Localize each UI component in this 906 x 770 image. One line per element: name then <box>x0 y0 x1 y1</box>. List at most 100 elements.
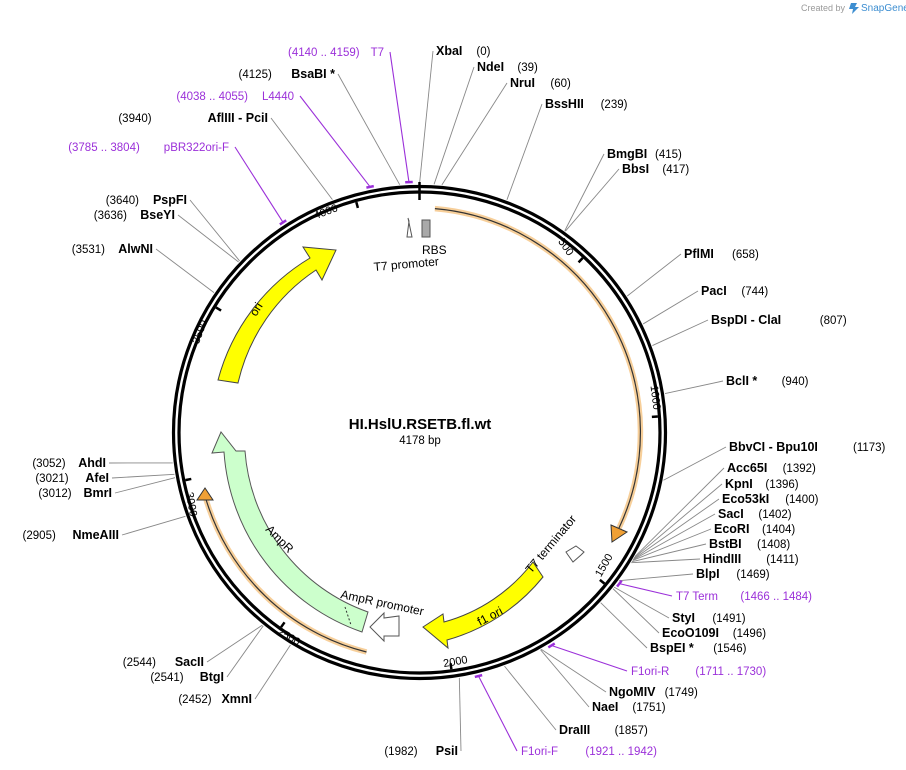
site-position: (1400) <box>785 494 818 506</box>
site-draiii: DraIII (1857) <box>559 723 648 737</box>
site-acc65i: Acc65I(1392) <box>727 461 816 475</box>
site-position: (39) <box>517 62 538 74</box>
ruler-tick-label: 1000 <box>648 385 663 411</box>
site-bmgbi: BmgBI(415) <box>607 147 682 161</box>
primer-range: (4038 .. 4055) <box>176 91 248 103</box>
site-name: BspDI - ClaI <box>711 313 781 327</box>
ruler-tick-label: 4000 <box>312 202 339 222</box>
primer-leader-line <box>477 675 518 752</box>
primer-mark <box>616 579 623 588</box>
ruler-tick <box>185 477 192 482</box>
site-name: SacI <box>718 507 744 521</box>
primer-leader-line <box>234 146 284 223</box>
leader-lines <box>108 50 727 752</box>
site-position: (3640) <box>106 195 139 207</box>
site-position: (1404) <box>762 524 795 536</box>
site-position: (2544) <box>123 657 156 669</box>
feature-label-t7-promoter: T7 promoter <box>373 254 439 274</box>
ruler-tick <box>599 578 606 585</box>
site-afliii-pcii: AflIII - PciI(3940) <box>118 111 268 125</box>
site-name: XmnI <box>221 692 252 706</box>
site-position: (1546) <box>713 643 746 655</box>
feature-f1-ori-arrow <box>422 561 544 650</box>
site-position: (1491) <box>712 613 745 625</box>
ruler-tick-label: 2500 <box>275 626 302 649</box>
site-eco53ki: Eco53kI(1400) <box>722 492 819 506</box>
site-leader-line <box>337 73 401 185</box>
site-leader-line <box>600 602 648 649</box>
site-leader-line <box>626 253 682 297</box>
site-leader-line <box>177 214 239 263</box>
site-position: (3940) <box>118 113 151 125</box>
site-bspdi-clai: BspDI - ClaI(807) <box>711 313 847 327</box>
site-ngomiv: NgoMIV(1749) <box>609 685 698 699</box>
site-name: BstBI <box>709 537 742 551</box>
site-ecoo109i: EcoO109I(1496) <box>662 626 766 640</box>
site-xmni: XmnI(2452) <box>178 692 252 706</box>
primer-range: (1711 .. 1730) <box>695 666 766 678</box>
site-leader-line <box>613 586 670 619</box>
site-name: BbvCI - Bpu10I <box>729 440 818 454</box>
site-ndei: NdeI (39) <box>477 60 538 74</box>
site-position: (2541) <box>150 672 183 684</box>
site-name: PsiI <box>436 744 458 758</box>
site-name: BssHII <box>545 97 584 111</box>
site-position: (239) <box>601 99 628 111</box>
site-paci: PacI(744) <box>701 284 768 298</box>
primer-mark <box>366 184 375 189</box>
feature-ampr-promoter-arrow <box>369 611 400 643</box>
site-alwni: AlwNI(3531) <box>72 242 153 256</box>
site-name: BsaBI * <box>291 67 335 81</box>
site-position: (658) <box>732 249 759 261</box>
feature-rbs-box <box>421 219 431 238</box>
site-name: DraIII <box>559 723 590 737</box>
site-name: KpnI <box>725 477 753 491</box>
site-name: BtgI <box>200 670 224 684</box>
orf-arc-hslu-core <box>434 208 642 529</box>
site-afei: AfeI(3021) <box>35 471 109 485</box>
feature-label-t7-terminator: T7 terminator <box>523 512 580 576</box>
site-leader-line <box>540 648 607 693</box>
site-leader-line <box>619 573 694 582</box>
primer-leader-line <box>619 583 673 597</box>
site-leader-line <box>663 446 727 481</box>
primer-labels: T7(4140 .. 4159)L4440(4038 .. 4055)pBR32… <box>68 47 812 758</box>
site-ahdi: AhdI(3052) <box>32 456 106 470</box>
site-leader-line <box>634 467 725 557</box>
primer-t7-term: T7 Term(1466 .. 1484) <box>676 591 812 603</box>
site-leader-line <box>111 473 175 479</box>
plasmid-length: 4178 bp <box>399 435 441 447</box>
primer-range: (1921 .. 1942) <box>585 746 657 758</box>
site-leader-line <box>189 199 240 262</box>
site-position: (1469) <box>736 569 769 581</box>
site-xbai: XbaI(0) <box>436 44 491 58</box>
primer-leader-line <box>389 51 410 183</box>
site-name: AfeI <box>85 471 109 485</box>
site-position: (0) <box>476 46 490 58</box>
site-leader-line <box>506 103 543 200</box>
site-leader-line <box>652 319 709 346</box>
site-name: AlwNI <box>118 242 153 256</box>
site-position: (1857) <box>615 725 648 737</box>
site-name: NdeI <box>477 60 504 74</box>
site-leader-line <box>114 477 176 494</box>
primer-name: pBR322ori-F <box>164 142 229 154</box>
site-position: (1408) <box>757 539 790 551</box>
primer-mark <box>279 219 287 226</box>
site-position: (3052) <box>32 458 65 470</box>
site-leader-line <box>664 380 724 395</box>
site-ecori: EcoRI(1404) <box>714 522 795 536</box>
site-name: PspFI <box>153 193 187 207</box>
site-leader-line <box>540 649 590 708</box>
orf-arrowhead-ampr <box>196 487 214 501</box>
site-name: HindIII <box>703 552 741 566</box>
feature-label-ori: ori <box>247 300 266 319</box>
site-leader-line <box>564 153 605 231</box>
site-name: PacI <box>701 284 727 298</box>
ruler-tick <box>215 306 222 312</box>
ruler-tick-label: 3500 <box>190 318 210 345</box>
site-pspfi: PspFI (3640) <box>106 193 187 207</box>
site-leader-line <box>633 483 723 559</box>
credit-brand: SnapGene <box>861 3 906 14</box>
site-name: NaeI <box>592 700 618 714</box>
